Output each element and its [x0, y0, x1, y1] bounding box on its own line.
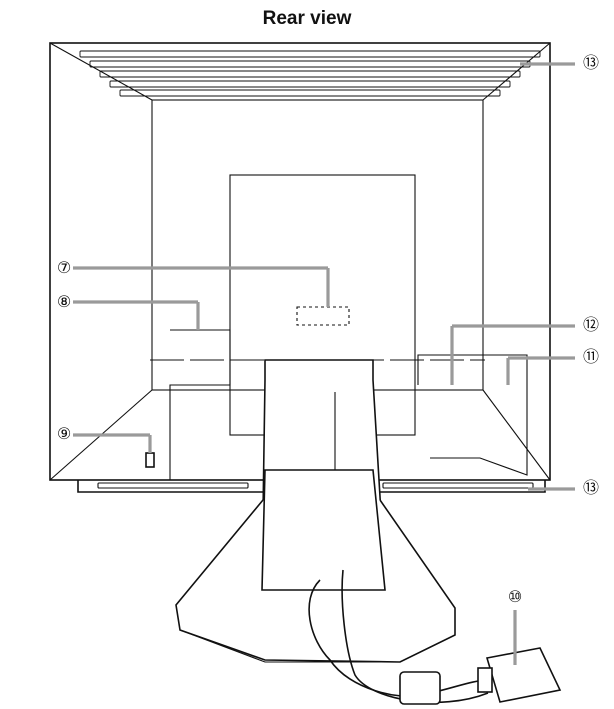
diagram-title: Rear view: [262, 8, 352, 29]
rating-label-area: [296, 306, 350, 326]
signal-cable-edge: [341, 569, 489, 704]
left-connector-cover: [169, 329, 231, 480]
stand-neck-front: [261, 469, 386, 591]
callout-13-top: ⑬: [582, 55, 599, 72]
ferrite-core: [399, 671, 441, 705]
bevel-line: [482, 42, 551, 101]
bottom-vent-slots-left: [97, 482, 249, 489]
callout-12: ⑫: [582, 317, 599, 334]
callout-11: ⑪: [582, 349, 599, 366]
top-vent-slots: [79, 50, 541, 97]
callout-7: ⑦: [56, 260, 72, 277]
security-slot: [145, 452, 155, 468]
bottom-vent-slots-right: [382, 482, 534, 489]
connector-screw: [477, 667, 493, 693]
callout-10: ⑩: [507, 589, 523, 606]
callout-8: ⑧: [56, 294, 72, 311]
bevel-line: [49, 42, 153, 101]
callout-9: ⑨: [56, 426, 72, 443]
d-sub-connector: [485, 647, 562, 703]
bevel-line: [482, 389, 551, 481]
right-connector-cover: [417, 354, 528, 476]
callout-13-bottom: ⑬: [582, 480, 599, 497]
stand-base-edge: [179, 629, 456, 663]
inner-panel: [151, 99, 484, 391]
